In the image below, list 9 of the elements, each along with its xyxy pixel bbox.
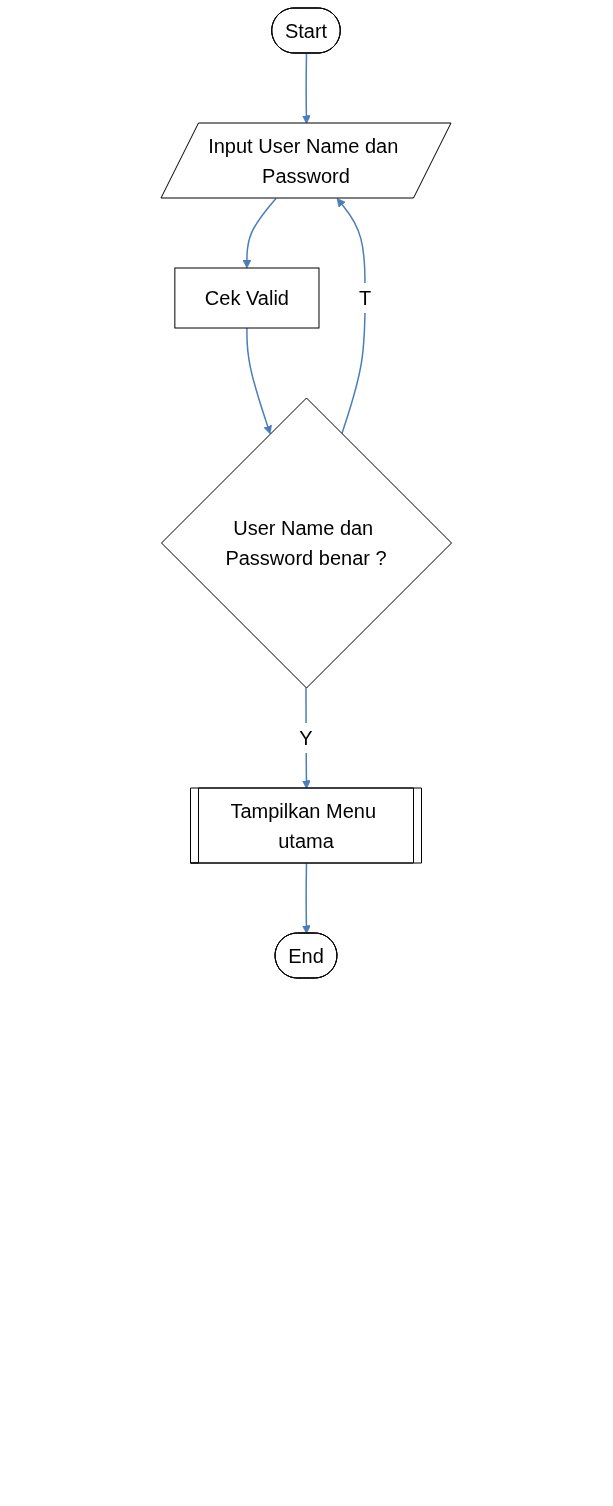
edge-label: T bbox=[359, 287, 372, 309]
arrow bbox=[302, 52, 312, 124]
arrow bbox=[302, 862, 312, 934]
node-box: Cek Valid bbox=[174, 267, 320, 329]
edge-label: Y bbox=[299, 727, 313, 749]
node-diamond: User Name dan Password benar ? bbox=[161, 397, 453, 689]
arrow bbox=[246, 327, 273, 435]
arrow bbox=[242, 197, 277, 269]
arrow bbox=[336, 198, 367, 435]
